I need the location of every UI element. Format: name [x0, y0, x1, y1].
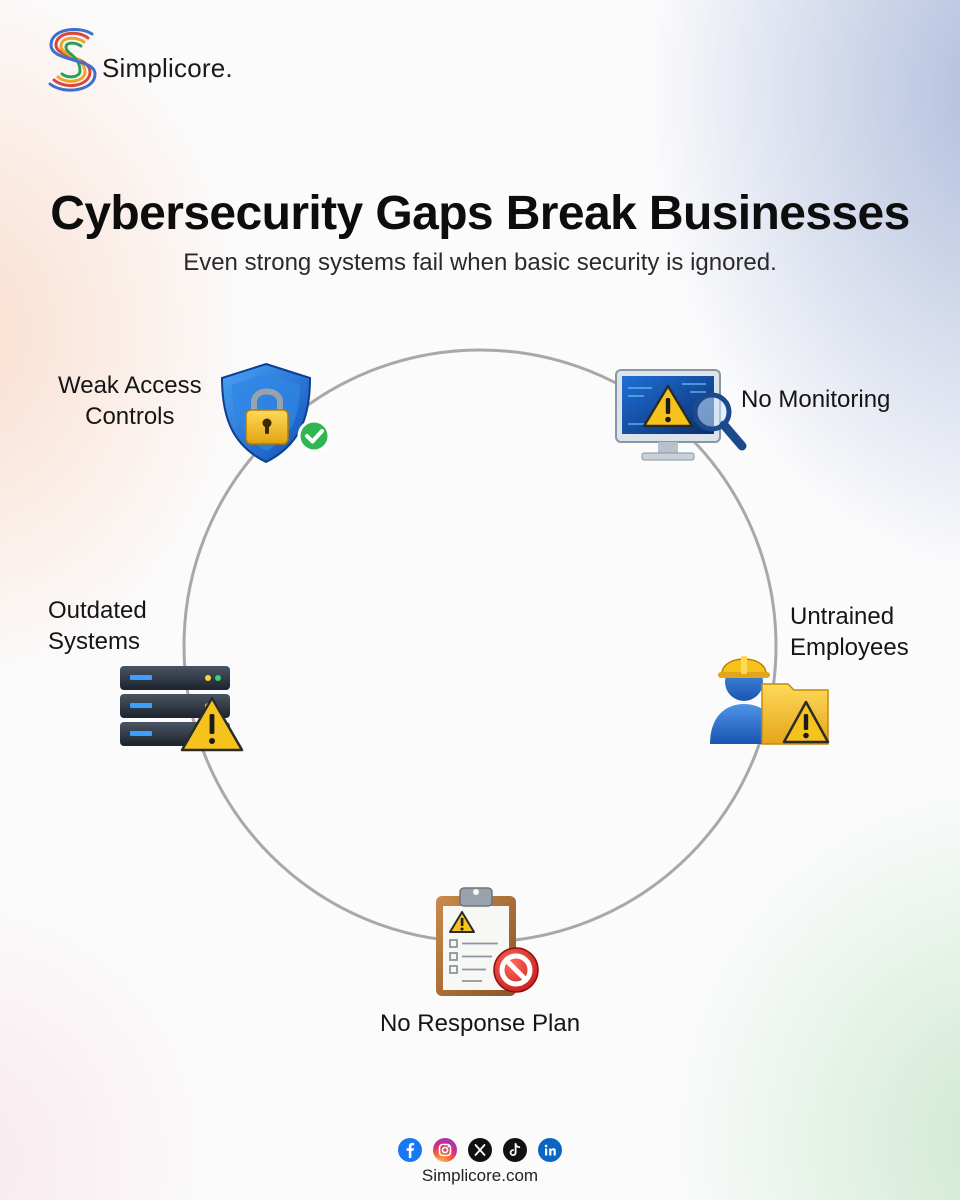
monitor-warning-icon [615, 369, 747, 461]
node-label-untrained: Untrained Employees [790, 603, 909, 661]
brand-logo: Simplicore. [48, 28, 233, 94]
shield-lock-icon [220, 362, 331, 464]
node-label-no-monitoring: No Monitoring [741, 386, 891, 413]
clipboard-blocked-icon [436, 887, 539, 996]
node-label-outdated: Outdated Systems [48, 597, 147, 655]
linkedin-icon[interactable] [538, 1138, 562, 1162]
s-logo-icon [48, 28, 97, 92]
server-warning-icon [120, 666, 244, 752]
tiktok-icon[interactable] [503, 1138, 527, 1162]
page-subtitle: Even strong systems fail when basic secu… [183, 249, 777, 276]
page-title: Cybersecurity Gaps Break Businesses [50, 187, 910, 240]
brand-name: Simplicore. [102, 52, 233, 83]
worker-warning-icon [710, 656, 830, 745]
facebook-icon[interactable] [398, 1138, 422, 1162]
node-label-weak-access: Weak Access Controls [58, 372, 202, 430]
website-link[interactable]: Simplicore.com [421, 1166, 539, 1185]
node-label-no-response: No Response Plan [379, 1010, 581, 1037]
x-icon[interactable] [468, 1138, 492, 1162]
instagram-icon[interactable] [433, 1138, 457, 1162]
social-links [0, 1138, 960, 1162]
